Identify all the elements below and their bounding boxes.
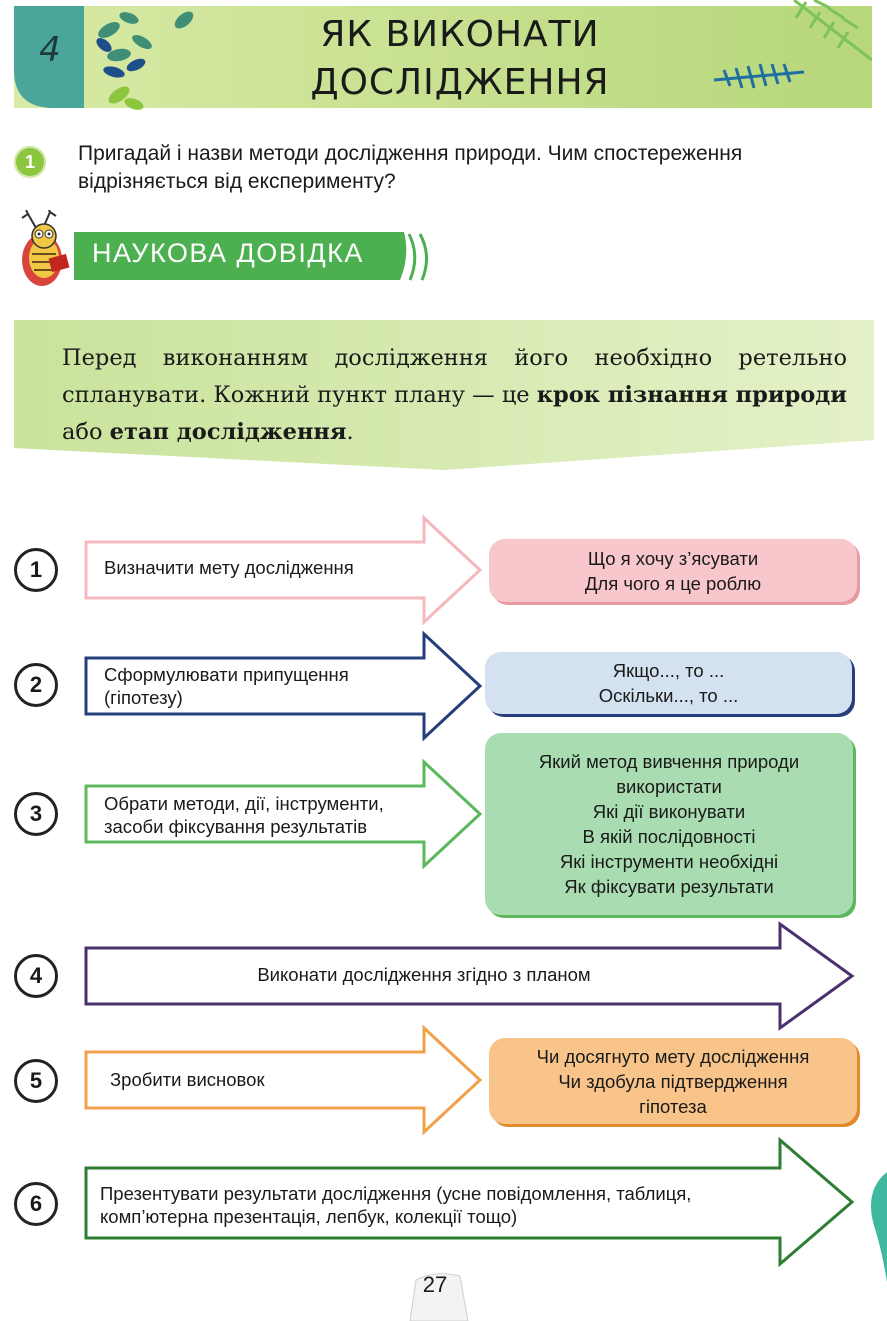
step-1-result-line: Для чого я це роблю xyxy=(584,572,762,594)
step-3-result-line: Як фіксувати результати xyxy=(564,876,774,897)
lesson-number: 4 xyxy=(39,30,61,70)
step-5-result-line: Чи здобула підтвердження xyxy=(558,1070,788,1092)
step-6-arrow xyxy=(84,1136,855,1268)
step-4-number: 4 xyxy=(14,954,58,998)
step-1-arrow xyxy=(84,514,483,626)
step-5-action: Зробити висновок xyxy=(110,1069,265,1090)
step-1-action: Визначити мету дослідження xyxy=(104,557,354,578)
step-3-result-line: Які дії виконувати xyxy=(592,801,746,822)
step-3-result-line: Який метод вивчення природи xyxy=(538,751,800,772)
step-3-result-line: В якій послідовності xyxy=(582,826,756,847)
lesson-header-band xyxy=(14,0,872,110)
step-2-number: 2 xyxy=(14,663,58,707)
lesson-title-line-1: ЯК ВИКОНАТИ xyxy=(320,14,600,55)
step-2-result-line: Оскільки..., то ... xyxy=(598,685,739,706)
page-edge-decoration xyxy=(870,1172,887,1282)
step-1-result-box: Що я хочу з’ясувати Для чого я це роблю xyxy=(489,539,857,602)
step-3-result-box: Який метод вивчення природи використати … xyxy=(485,733,853,915)
step-6-number: 6 xyxy=(14,1182,58,1226)
step-5-result-line: гіпотеза xyxy=(639,1095,707,1117)
step-1-result-line: Що я хочу з’ясувати xyxy=(587,547,759,569)
step-2-action: Сформулювати припущення (гіпотезу) xyxy=(104,664,349,708)
term-nature-cognition-step: крок пізнання природи xyxy=(536,382,847,408)
step-5-result-box: Чи досягнуто мету дослідження Чи здобула… xyxy=(489,1038,857,1124)
reference-text: Перед виконанням дослідження його необхі… xyxy=(62,345,847,445)
step-3-result-line: використати xyxy=(616,776,722,797)
task-number-badge: 1 xyxy=(14,146,46,178)
reference-title: НАУКОВА ДОВІДКА xyxy=(92,238,364,268)
page-number: 27 xyxy=(422,1272,448,1297)
info-box-background xyxy=(14,320,874,470)
step-3-action: Обрати методи, дії, інструменти, засоби … xyxy=(104,793,384,837)
bug-mascot-icon xyxy=(21,210,70,286)
lesson-title-line-2: ДОСЛІДЖЕННЯ xyxy=(310,62,610,103)
step-6-action: Презентувати результати дослідження (усн… xyxy=(100,1183,692,1227)
step-2-result-box: Якщо..., то ... Оскільки..., то ... xyxy=(485,652,852,714)
step-2-result-line: Якщо..., то ... xyxy=(612,660,725,681)
step-2-arrow xyxy=(84,630,483,742)
page-number-paper xyxy=(409,1273,469,1321)
reference-banner xyxy=(74,232,428,281)
step-3-number: 3 xyxy=(14,792,58,836)
step-4-arrow xyxy=(84,921,855,1031)
step-5-number: 5 xyxy=(14,1059,58,1103)
step-1-number: 1 xyxy=(14,548,58,592)
step-5-result-line: Чи досягнуто мету дослідження xyxy=(536,1045,810,1067)
task-question: Пригадай і назви методи дослідження прир… xyxy=(78,142,743,193)
step-4-action: Виконати дослідження згідно з планом xyxy=(257,964,591,985)
step-3-result-line: Які інструменти необхідні xyxy=(559,851,779,872)
term-research-stage: етап дослідження xyxy=(109,419,347,445)
step-5-arrow xyxy=(84,1024,483,1136)
step-3-arrow xyxy=(84,758,483,870)
